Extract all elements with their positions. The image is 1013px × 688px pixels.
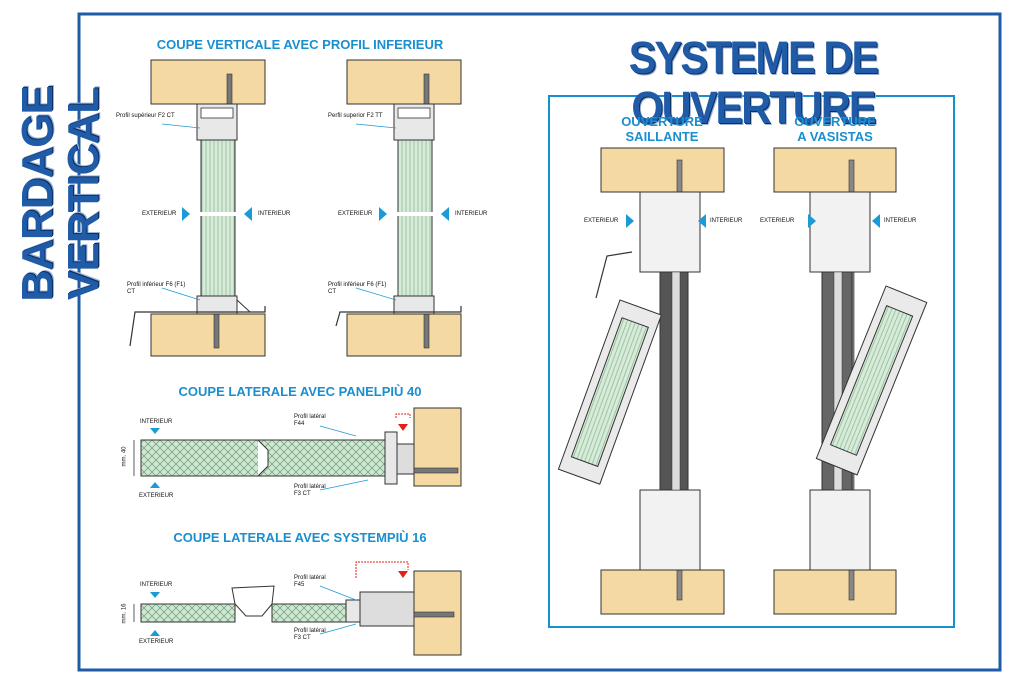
exterior-label-left: EXTERIEUR	[142, 211, 177, 217]
saillante-title-line2: SAILLANTE	[625, 129, 699, 144]
systempiu-profile-bottom: Profil latéral F3 CT	[294, 628, 326, 641]
vasistas-title-line1: OUVERTURE	[794, 114, 876, 129]
saillante-title-line1: OUVERTURE	[621, 114, 703, 129]
outer-frame	[77, 12, 1002, 672]
opening-box	[548, 95, 955, 628]
vertical-section-title: COUPE VERTICALE AVEC PROFIL INFERIEUR	[156, 37, 444, 52]
panelpiu-section	[133, 407, 462, 491]
saillante-interior-label: INTERIEUR	[710, 218, 743, 224]
vasistas-exterior-label: EXTERIEUR	[760, 218, 795, 224]
side-title: BARDAGE VERTICAL	[13, 86, 108, 302]
interior-label-left: INTERIEUR	[258, 211, 291, 217]
panelpiu-interior-label: INTERIEUR	[140, 419, 173, 425]
panelpiu-section-title: COUPE LATERALE AVEC PANELPIÙ 40	[178, 384, 422, 399]
vasistas-interior-label: INTERIEUR	[884, 218, 917, 224]
panelpiu-dimension: mm. 40	[121, 446, 128, 467]
vasistas-drawing	[773, 147, 928, 615]
panelpiu-profile-top: Profil latéral F44	[294, 414, 326, 427]
vertical-section-right	[335, 59, 462, 357]
systempiu-section	[133, 561, 462, 656]
top-profile-label-left: Profil supérieur F2 CT	[116, 113, 175, 119]
panelpiu-profile-bottom: Profil latéral F3 CT	[294, 484, 326, 497]
systempiu-profile-top: Profil latéral F45	[294, 575, 326, 588]
vasistas-title-line2: A VASISTAS	[797, 129, 873, 144]
vertical-section-left	[129, 59, 266, 357]
exterior-label-right: EXTERIEUR	[338, 211, 373, 217]
systempiu-exterior-label: EXTERIEUR	[139, 639, 174, 645]
saillante-drawing	[557, 147, 725, 615]
main-title: SYSTEME DE OUVERTURE	[628, 32, 879, 133]
bottom-profile-label-left: Profil inférieur F6 (F1) CT	[127, 282, 186, 295]
saillante-exterior-label: EXTERIEUR	[584, 218, 619, 224]
systempiu-interior-label: INTERIEUR	[140, 582, 173, 588]
systempiu-section-title: COUPE LATERALE AVEC SYSTEMPIÙ 16	[173, 530, 427, 545]
systempiu-dimension: mm. 16	[121, 603, 128, 624]
interior-label-right: INTERIEUR	[455, 211, 488, 217]
bottom-profile-label-right: Profil inférieur F6 (F1) CT	[328, 282, 387, 295]
panelpiu-exterior-label: EXTERIEUR	[139, 493, 174, 499]
top-profile-label-right: Perfil superior F2 TT	[328, 113, 383, 119]
